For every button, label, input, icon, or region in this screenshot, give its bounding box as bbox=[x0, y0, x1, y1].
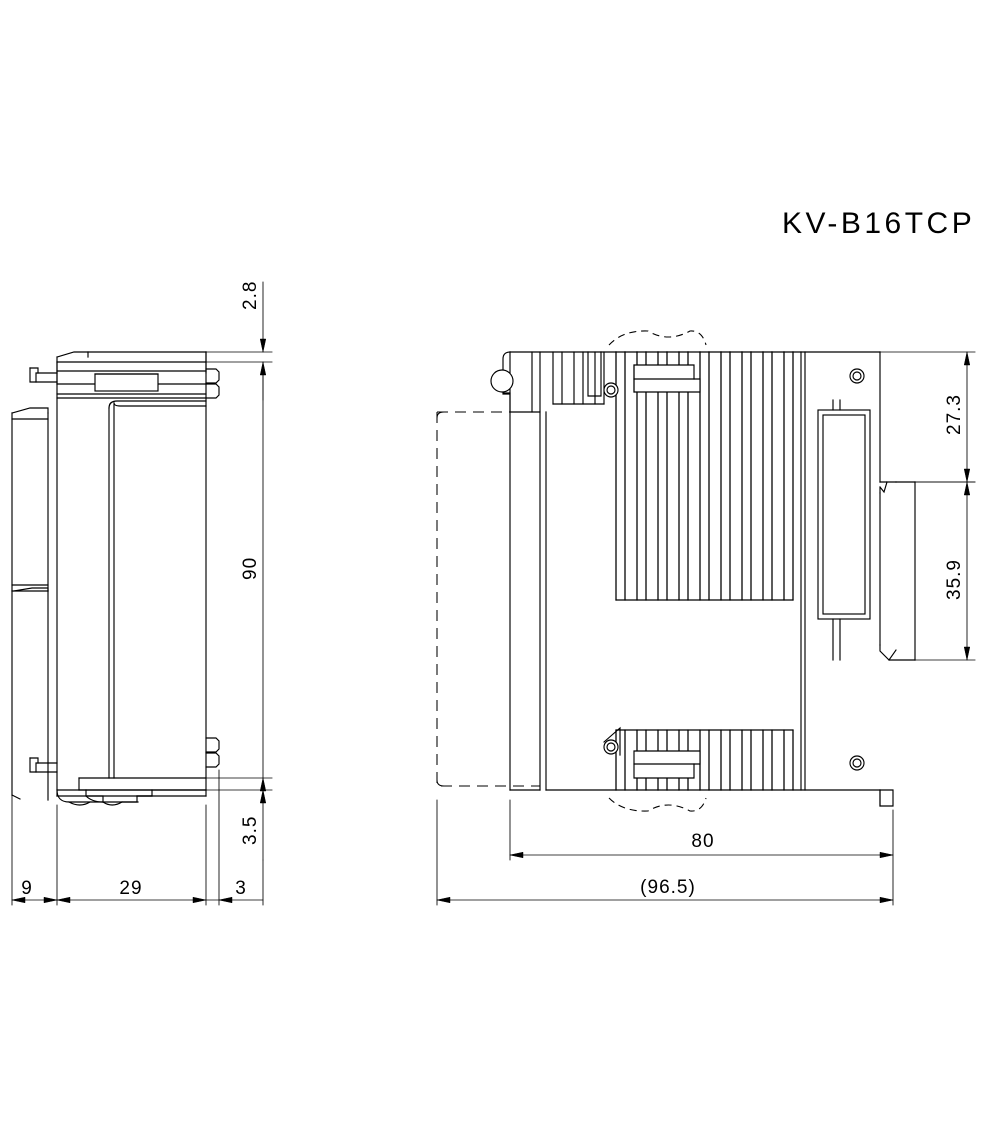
arrow-80-right bbox=[879, 851, 894, 859]
side-view-upper-hook bbox=[29, 367, 58, 383]
front-view-dimension-group: 27.3 35.9 80 (96.5) bbox=[436, 351, 976, 906]
dim-label-80: 80 bbox=[691, 831, 714, 852]
dim-label-35-9: 35.9 bbox=[944, 559, 965, 600]
drawing-title: KV-B16TCP bbox=[782, 207, 975, 240]
front-view-screw-bottom-left bbox=[603, 726, 621, 756]
arrow-3-5-top bbox=[259, 777, 267, 792]
dim-label-27-3: 27.3 bbox=[944, 394, 965, 435]
front-view-screw-top-right bbox=[849, 368, 865, 384]
side-view-group bbox=[11, 351, 220, 806]
front-view-screw-bottom-right bbox=[849, 755, 865, 771]
front-view-hidden-corner-bl bbox=[436, 779, 445, 787]
side-view-connector-strip bbox=[11, 407, 49, 801]
dim-label-96-5: (96.5) bbox=[640, 877, 696, 898]
arrow-96-5-left bbox=[436, 896, 451, 904]
arrow-9-left bbox=[11, 896, 26, 904]
side-view-lower-tabs bbox=[205, 737, 220, 768]
arrow-35-9-top bbox=[963, 481, 971, 496]
dim-label-3: 3 bbox=[235, 878, 247, 899]
arrow-96-5-right bbox=[879, 896, 894, 904]
front-view-hidden-outline bbox=[436, 411, 540, 787]
front-view-group bbox=[436, 330, 916, 812]
arrow-3-left bbox=[218, 896, 233, 904]
front-view-connector-window bbox=[817, 399, 871, 661]
front-view-round-boss bbox=[490, 369, 514, 393]
bottom-latch-phantom-arc bbox=[608, 797, 707, 812]
side-view-front-panel-edge bbox=[108, 400, 207, 779]
dim-label-3-5: 3.5 bbox=[240, 816, 261, 845]
side-view-body bbox=[56, 351, 207, 797]
front-view-screw-top-left bbox=[603, 382, 619, 398]
side-view-dimension-group: 2.8 90 3.5 9 29 3 bbox=[11, 281, 273, 906]
front-view-mid-mask bbox=[608, 600, 804, 730]
dim-label-90: 90 bbox=[240, 557, 261, 580]
arrow-29-left bbox=[56, 896, 71, 904]
arrow-3-5-bottom bbox=[259, 789, 267, 804]
front-view-hidden-corner-tl bbox=[436, 411, 445, 419]
side-view-label-window bbox=[56, 370, 207, 399]
arrow-2-8-top bbox=[259, 338, 267, 353]
side-view-upper-tabs bbox=[205, 368, 220, 399]
arrow-27-3-bottom bbox=[963, 468, 971, 483]
dim-label-29: 29 bbox=[119, 878, 142, 899]
front-view-left-block bbox=[490, 351, 547, 791]
front-view-fins-upper bbox=[615, 351, 794, 601]
dim-label-9: 9 bbox=[21, 878, 33, 899]
dim-label-2-8: 2.8 bbox=[240, 281, 261, 310]
arrow-9-right bbox=[43, 896, 58, 904]
side-view-lower-hook bbox=[29, 757, 58, 773]
arrow-35-9-bottom bbox=[963, 646, 971, 661]
arrow-29-right bbox=[192, 896, 207, 904]
side-view-base bbox=[56, 777, 207, 806]
arrow-27-3-top bbox=[963, 351, 971, 366]
top-latch-phantom-arc bbox=[608, 330, 707, 346]
front-view-bottom-latch bbox=[608, 750, 707, 812]
arrow-80-left bbox=[509, 851, 524, 859]
front-view-top-latch bbox=[608, 330, 707, 393]
